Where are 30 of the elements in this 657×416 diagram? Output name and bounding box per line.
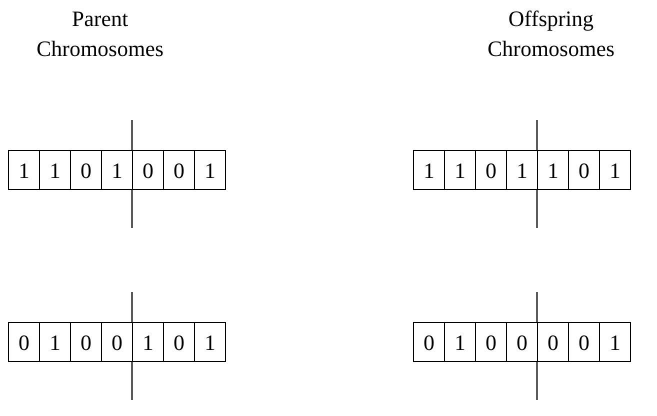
gene-cell: 0 xyxy=(8,322,40,362)
gene-cell: 1 xyxy=(39,150,71,190)
gene-cell: 1 xyxy=(444,322,476,362)
gene-cell: 1 xyxy=(132,322,164,362)
gene-cell: 1 xyxy=(506,150,538,190)
gene-cell: 1 xyxy=(39,322,71,362)
gene-cell: 0 xyxy=(475,150,507,190)
gene-cell: 0 xyxy=(70,150,102,190)
column-heading: Parent Chromosomes xyxy=(35,5,165,63)
gene-cell: 0 xyxy=(132,150,164,190)
gene-cell: 1 xyxy=(413,150,445,190)
gene-cell: 0 xyxy=(163,322,195,362)
gene-cell: 1 xyxy=(444,150,476,190)
gene-cell: 1 xyxy=(194,150,226,190)
gene-cell: 1 xyxy=(101,150,133,190)
gene-cell: 0 xyxy=(101,322,133,362)
gene-cell: 0 xyxy=(163,150,195,190)
gene-cell: 1 xyxy=(8,150,40,190)
gene-cell: 0 xyxy=(568,322,600,362)
gene-cell: 0 xyxy=(475,322,507,362)
gene-cell: 1 xyxy=(194,322,226,362)
gene-cell: 0 xyxy=(506,322,538,362)
gene-cell: 0 xyxy=(413,322,445,362)
gene-cell: 0 xyxy=(537,322,569,362)
column-heading: Offspring Chromosomes xyxy=(486,5,616,63)
gene-cell: 0 xyxy=(70,322,102,362)
gene-cell: 1 xyxy=(599,322,631,362)
gene-cell: 0 xyxy=(568,150,600,190)
gene-cell: 1 xyxy=(537,150,569,190)
gene-cell: 1 xyxy=(599,150,631,190)
